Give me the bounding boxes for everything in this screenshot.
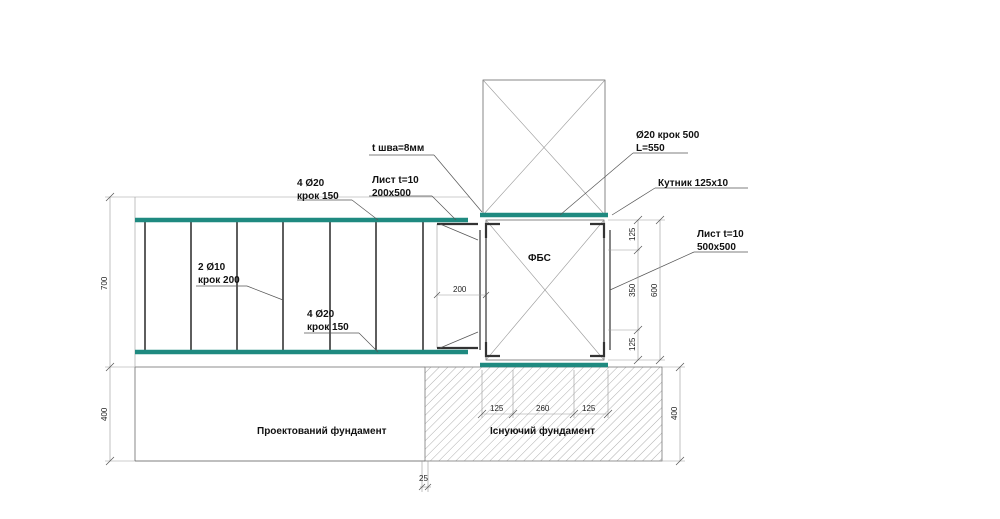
stirrup-label-2: крок 200 [198,275,240,286]
svg-text:200: 200 [453,285,467,294]
beam-outline [134,196,480,368]
svg-text:400: 400 [670,406,679,420]
anchor-label-2: L=550 [636,143,665,154]
leader-lines [196,152,748,353]
dim-right-400: 400 [662,362,685,466]
svg-text:350: 350 [628,283,637,297]
svg-text:600: 600 [650,283,659,297]
dim-bottom-fbs: 125 260 125 [477,370,613,419]
stirrups [144,220,424,352]
stirrup-label-1: 2 Ø10 [198,262,226,273]
dim-left: 700 400 [100,192,135,466]
angle-label: Кутник 125x10 [658,178,728,189]
dim-200: 200 [433,285,490,299]
existing-foundation-label: Існуючий фундамент [490,425,595,437]
plate-side-label-2: 500x500 [697,242,736,253]
fbs-label: ФБС [528,253,551,264]
dim-400-left: 400 [100,407,109,421]
connection-plate [436,222,479,350]
new-foundation-label: Проектований фундамент [257,425,387,437]
rebar-bot-label-1: 4 Ø20 [307,309,335,320]
plate-top-label-2: 200x500 [372,188,411,199]
rebar-top-label-2: крок 150 [297,191,339,202]
svg-text:125: 125 [628,227,637,241]
dim-right-fbs: 125 350 125 600 [608,215,665,365]
plate-side-label-1: Лист t=10 [697,229,744,240]
plate-top-label-1: Лист t=10 [372,175,419,186]
designed-foundation-block [134,366,425,462]
svg-text:25: 25 [419,474,428,483]
rebar-bot-label-2: крок 150 [307,322,349,333]
dim-25: 25 [418,461,432,492]
fbs-block: ФБС [479,219,611,361]
svg-text:125: 125 [490,404,504,413]
anchor-label-1: Ø20 крок 500 [636,130,700,141]
upper-column [482,79,606,216]
weld-label: t шва=8мм [372,143,424,154]
svg-text:125: 125 [582,404,596,413]
svg-text:125: 125 [628,337,637,351]
svg-text:260: 260 [536,404,550,413]
dim-700: 700 [100,276,109,290]
rebar-top-label-1: 4 Ø20 [297,178,325,189]
